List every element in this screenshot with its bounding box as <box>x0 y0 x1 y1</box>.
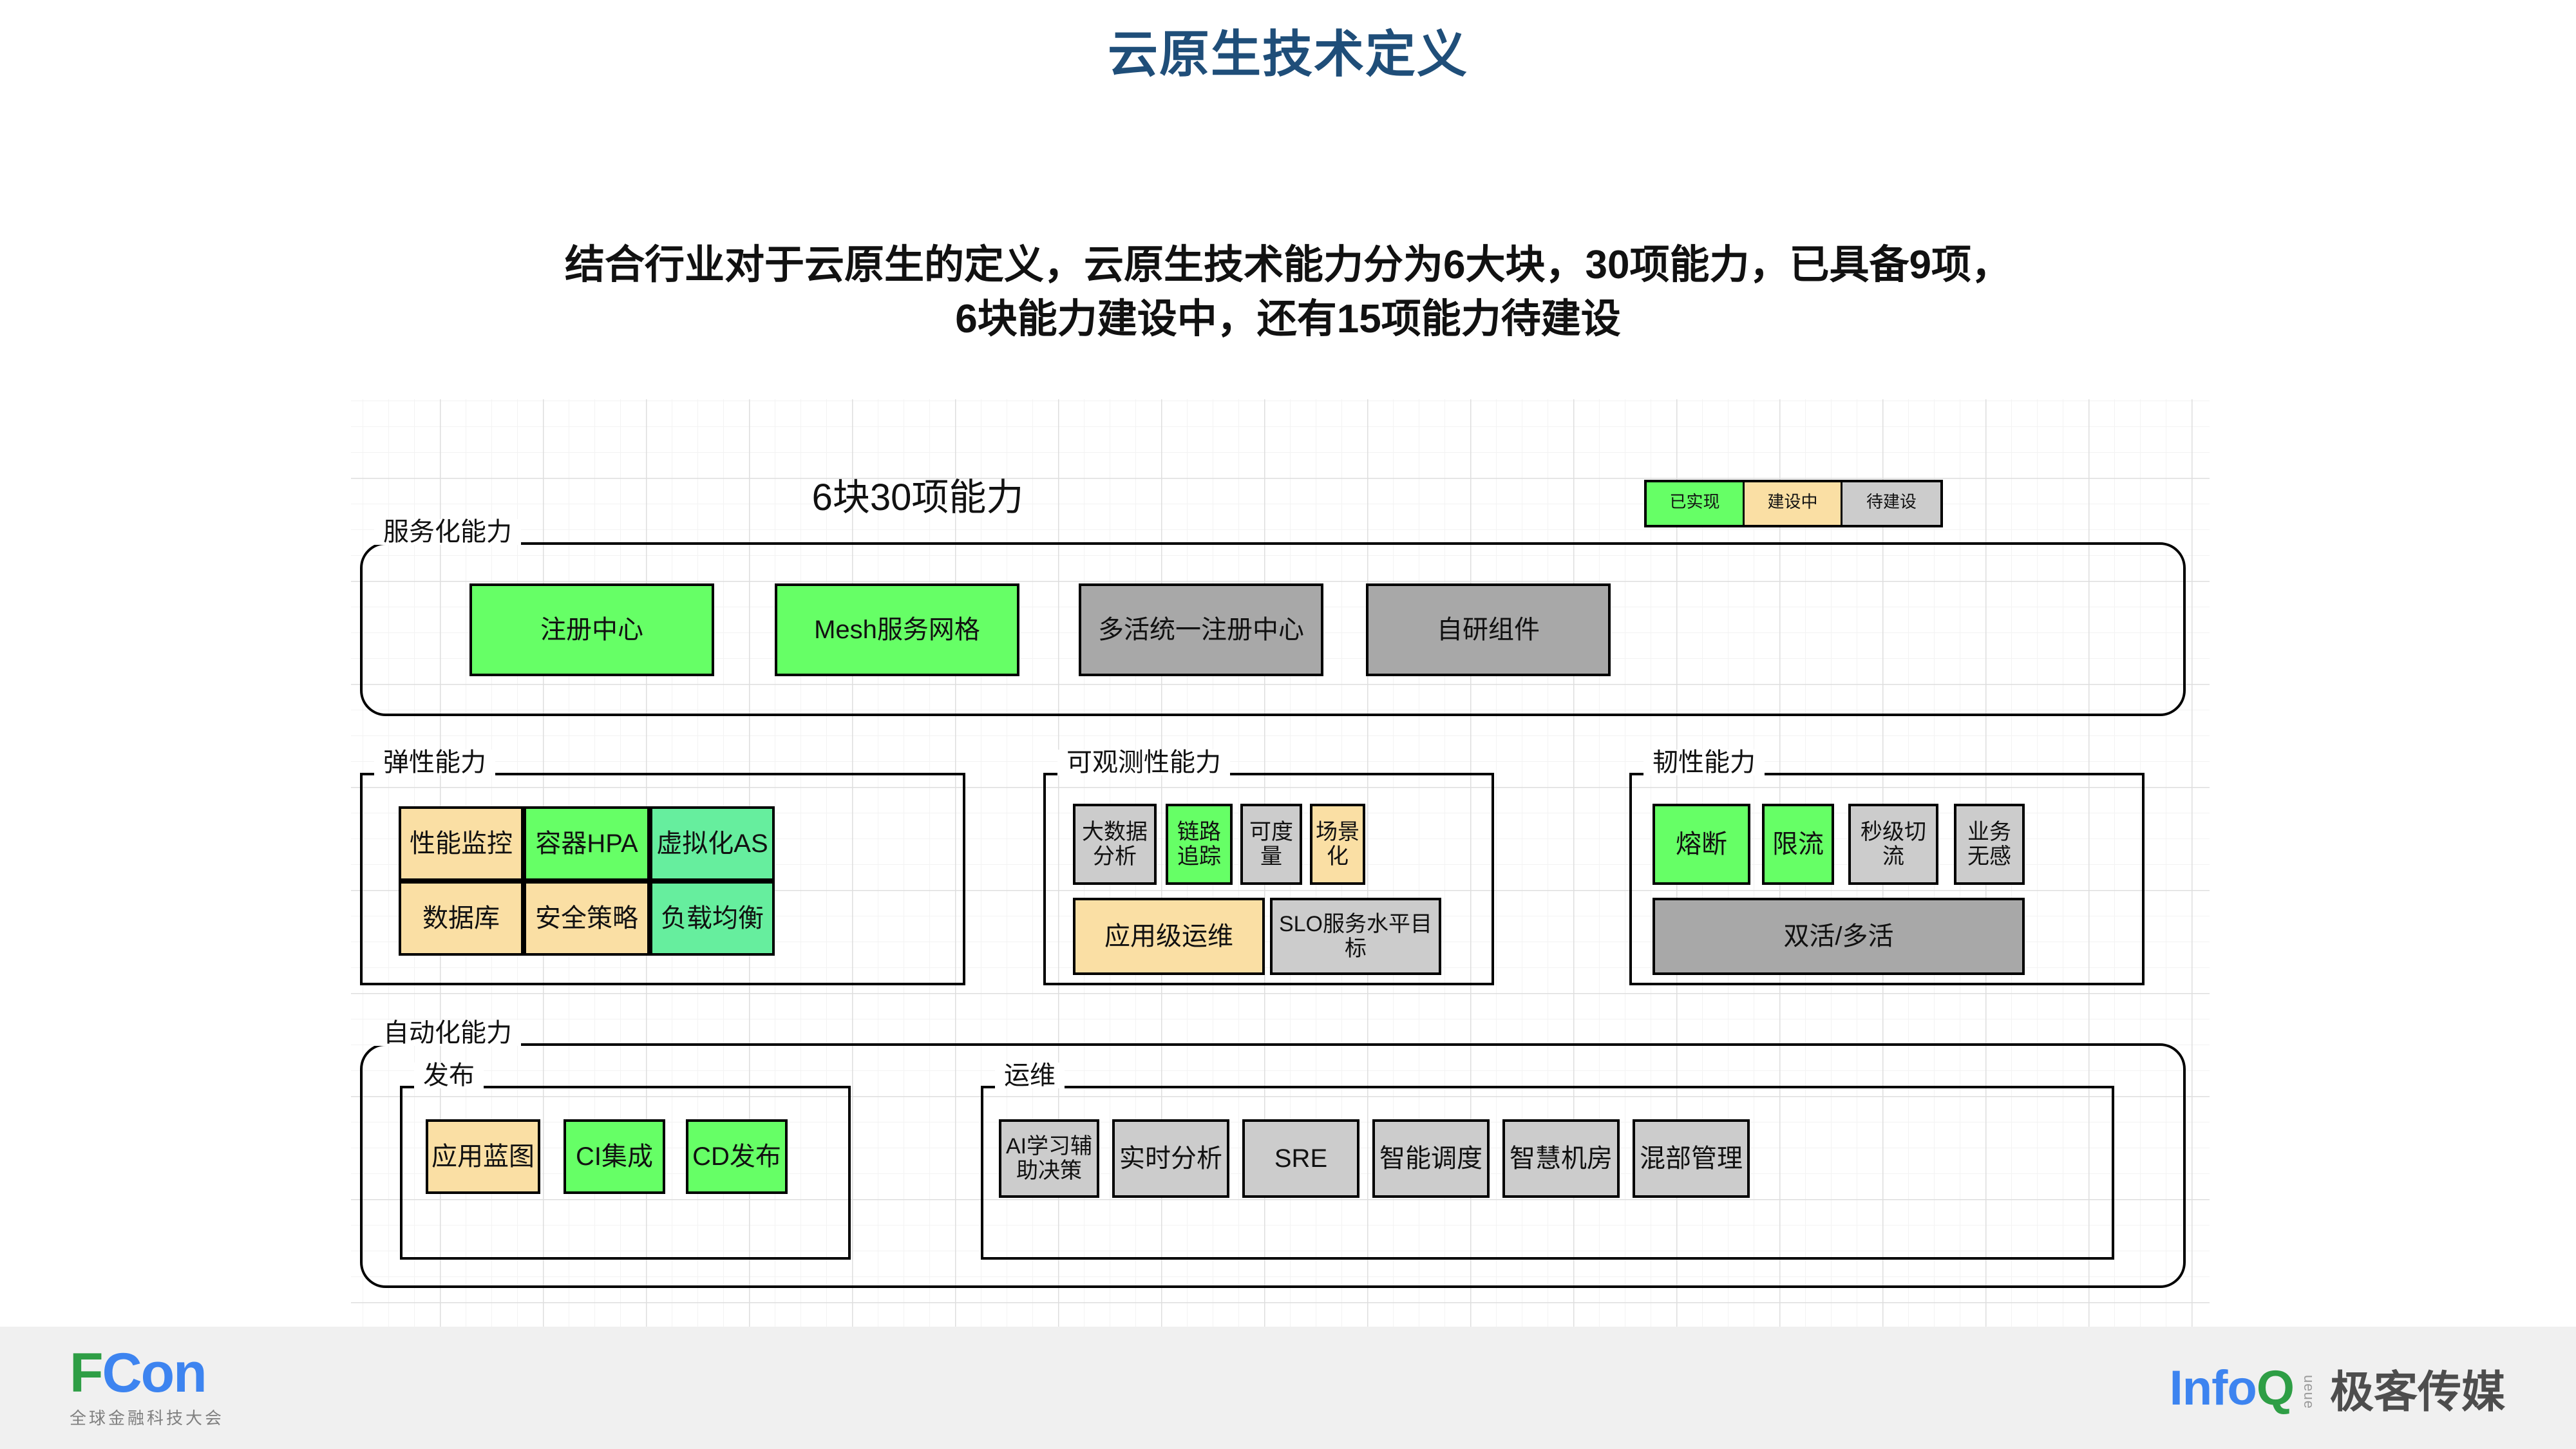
capability-ci[interactable]: CI集成 <box>564 1119 665 1194</box>
capability-virtualization-as[interactable]: 虚拟化AS <box>650 806 775 881</box>
group-servicing: 服务化能力 注册中心 Mesh服务网格 多活统一注册中心 自研组件 <box>360 519 2186 716</box>
capability-tracing[interactable]: 链路追踪 <box>1166 804 1233 885</box>
capability-second-level-traffic-switch[interactable]: 秒级切流 <box>1848 804 1938 885</box>
legend-item-in-progress: 建设中 <box>1745 482 1842 525</box>
capability-big-data-analysis[interactable]: 大数据分析 <box>1073 804 1157 885</box>
capability-database[interactable]: 数据库 <box>399 881 524 956</box>
capability-circuit-breaker[interactable]: 熔断 <box>1653 804 1750 885</box>
infoq-logo-q: Q <box>2256 1360 2295 1416</box>
capability-realtime-analysis[interactable]: 实时分析 <box>1112 1119 1229 1198</box>
capability-colocation-management[interactable]: 混部管理 <box>1633 1119 1750 1198</box>
capability-container-hpa[interactable]: 容器HPA <box>524 806 650 881</box>
diagram-canvas: 6块30项能力 已实现 建设中 待建设 服务化能力 注册中心 Mesh服务网格 … <box>351 399 2210 1327</box>
legend-item-done: 已实现 <box>1647 482 1745 525</box>
capability-scenario-based[interactable]: 场景化 <box>1310 804 1365 885</box>
group-elasticity-label: 弹性能力 <box>374 750 495 775</box>
group-operations: 运维 AI学习辅助决策 实时分析 SRE 智能调度 智慧机房 混部管理 <box>981 1063 2114 1260</box>
group-automation: 自动化能力 发布 应用蓝图 CI集成 CD发布 运维 AI学习辅助决策 实时分析… <box>360 1020 2186 1288</box>
capability-load-balancing[interactable]: 负载均衡 <box>650 881 775 956</box>
group-observability-label: 可观测性能力 <box>1057 750 1230 775</box>
group-release: 发布 应用蓝图 CI集成 CD发布 <box>400 1063 851 1260</box>
capability-smart-datacenter[interactable]: 智慧机房 <box>1502 1119 1620 1198</box>
capability-performance-monitoring[interactable]: 性能监控 <box>399 806 524 881</box>
group-servicing-label: 服务化能力 <box>374 519 521 545</box>
capability-cd[interactable]: CD发布 <box>686 1119 788 1194</box>
capability-application-blueprint[interactable]: 应用蓝图 <box>426 1119 540 1194</box>
infoq-logo-ueue: ueue <box>2300 1374 2317 1409</box>
group-resilience-label: 韧性能力 <box>1643 750 1765 775</box>
fcon-tagline: 全球金融科技大会 <box>70 1408 225 1428</box>
capability-application-level-ops[interactable]: 应用级运维 <box>1073 898 1265 975</box>
capability-sre[interactable]: SRE <box>1242 1119 1359 1198</box>
infoq-logo: InfoQ ueue 极客传媒 <box>2170 1356 2505 1420</box>
infoq-logo-info: Info <box>2169 1360 2257 1416</box>
capability-business-transparent[interactable]: 业务无感 <box>1954 804 2025 885</box>
fcon-logo: FCon 全球金融科技大会 <box>70 1345 225 1429</box>
infoq-logo-cn: 极客传媒 <box>2329 1368 2505 1417</box>
diagram-heading: 6块30项能力 <box>811 477 1024 518</box>
group-release-label: 发布 <box>414 1063 484 1088</box>
status-legend: 已实现 建设中 待建设 <box>1644 480 1943 527</box>
page-subtitle: 结合行业对于云原生的定义，云原生技术能力分为6大块，30项能力，已具备9项， 6… <box>258 238 2318 346</box>
group-elasticity: 弹性能力 性能监控 容器HPA 虚拟化AS 数据库 安全策略 负载均衡 <box>360 750 965 985</box>
capability-intelligent-scheduling[interactable]: 智能调度 <box>1372 1119 1490 1198</box>
group-observability: 可观测性能力 大数据分析 链路追踪 可度量 场景化 应用级运维 SLO服务水平目… <box>1043 750 1494 985</box>
capability-ai-assisted-decision[interactable]: AI学习辅助决策 <box>999 1119 1099 1198</box>
group-automation-label: 自动化能力 <box>374 1020 521 1046</box>
capability-multiactive-registry[interactable]: 多活统一注册中心 <box>1079 583 1323 676</box>
fcon-logo-con: Con <box>102 1342 207 1404</box>
footer-bar: FCon 全球金融科技大会 InfoQ ueue 极客传媒 <box>0 1327 2576 1449</box>
subtitle-line-2: 6块能力建设中，还有15项能力待建设 <box>955 296 1621 341</box>
capability-zhuceZhongxin[interactable]: 注册中心 <box>469 583 714 676</box>
capability-mesh-service-mesh[interactable]: Mesh服务网格 <box>775 583 1019 676</box>
subtitle-line-1: 结合行业对于云原生的定义，云原生技术能力分为6大块，30项能力，已具备9项， <box>565 243 2011 287</box>
capability-slo[interactable]: SLO服务水平目标 <box>1270 898 1441 975</box>
capability-rate-limiting[interactable]: 限流 <box>1762 804 1834 885</box>
fcon-logo-f: F <box>70 1342 104 1404</box>
legend-item-planned: 待建设 <box>1842 482 1940 525</box>
capability-security-policy[interactable]: 安全策略 <box>524 881 650 956</box>
capability-dual-multi-active[interactable]: 双活/多活 <box>1653 898 2025 975</box>
capability-self-developed-components[interactable]: 自研组件 <box>1366 583 1611 676</box>
capability-measurable[interactable]: 可度量 <box>1240 804 1302 885</box>
group-resilience: 韧性能力 熔断 限流 秒级切流 业务无感 双活/多活 <box>1629 750 2145 985</box>
group-operations-label: 运维 <box>995 1063 1065 1088</box>
page-title: 云原生技术定义 <box>1107 26 1468 82</box>
